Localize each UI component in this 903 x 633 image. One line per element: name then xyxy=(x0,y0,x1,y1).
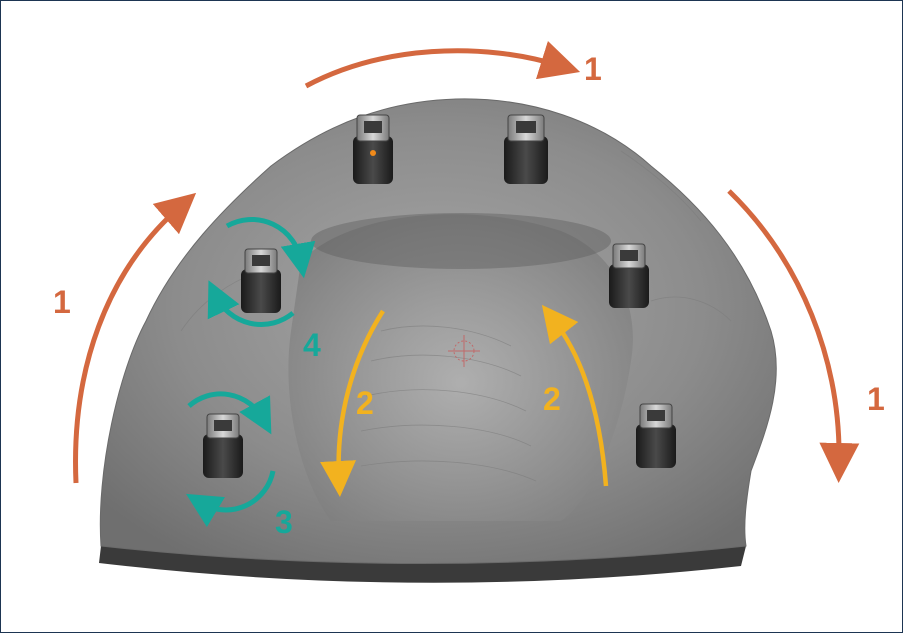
curved-arrow-top xyxy=(306,51,561,86)
implant-1 xyxy=(353,115,393,184)
implant-4 xyxy=(636,404,676,468)
step-label-2-left: 2 xyxy=(356,387,374,419)
step-label-1-left: 1 xyxy=(53,286,71,318)
implant-6 xyxy=(203,414,243,478)
palate-dark-ridge xyxy=(311,213,611,269)
step-label-2-right: 2 xyxy=(543,383,561,415)
implant-5 xyxy=(241,249,281,313)
step-label-1-top: 1 xyxy=(584,53,602,85)
step-label-1-right: 1 xyxy=(867,383,885,415)
implant-3 xyxy=(609,244,649,308)
step-label-4: 4 xyxy=(303,329,321,361)
implant-2 xyxy=(504,115,548,184)
step-label-3: 3 xyxy=(275,506,293,538)
